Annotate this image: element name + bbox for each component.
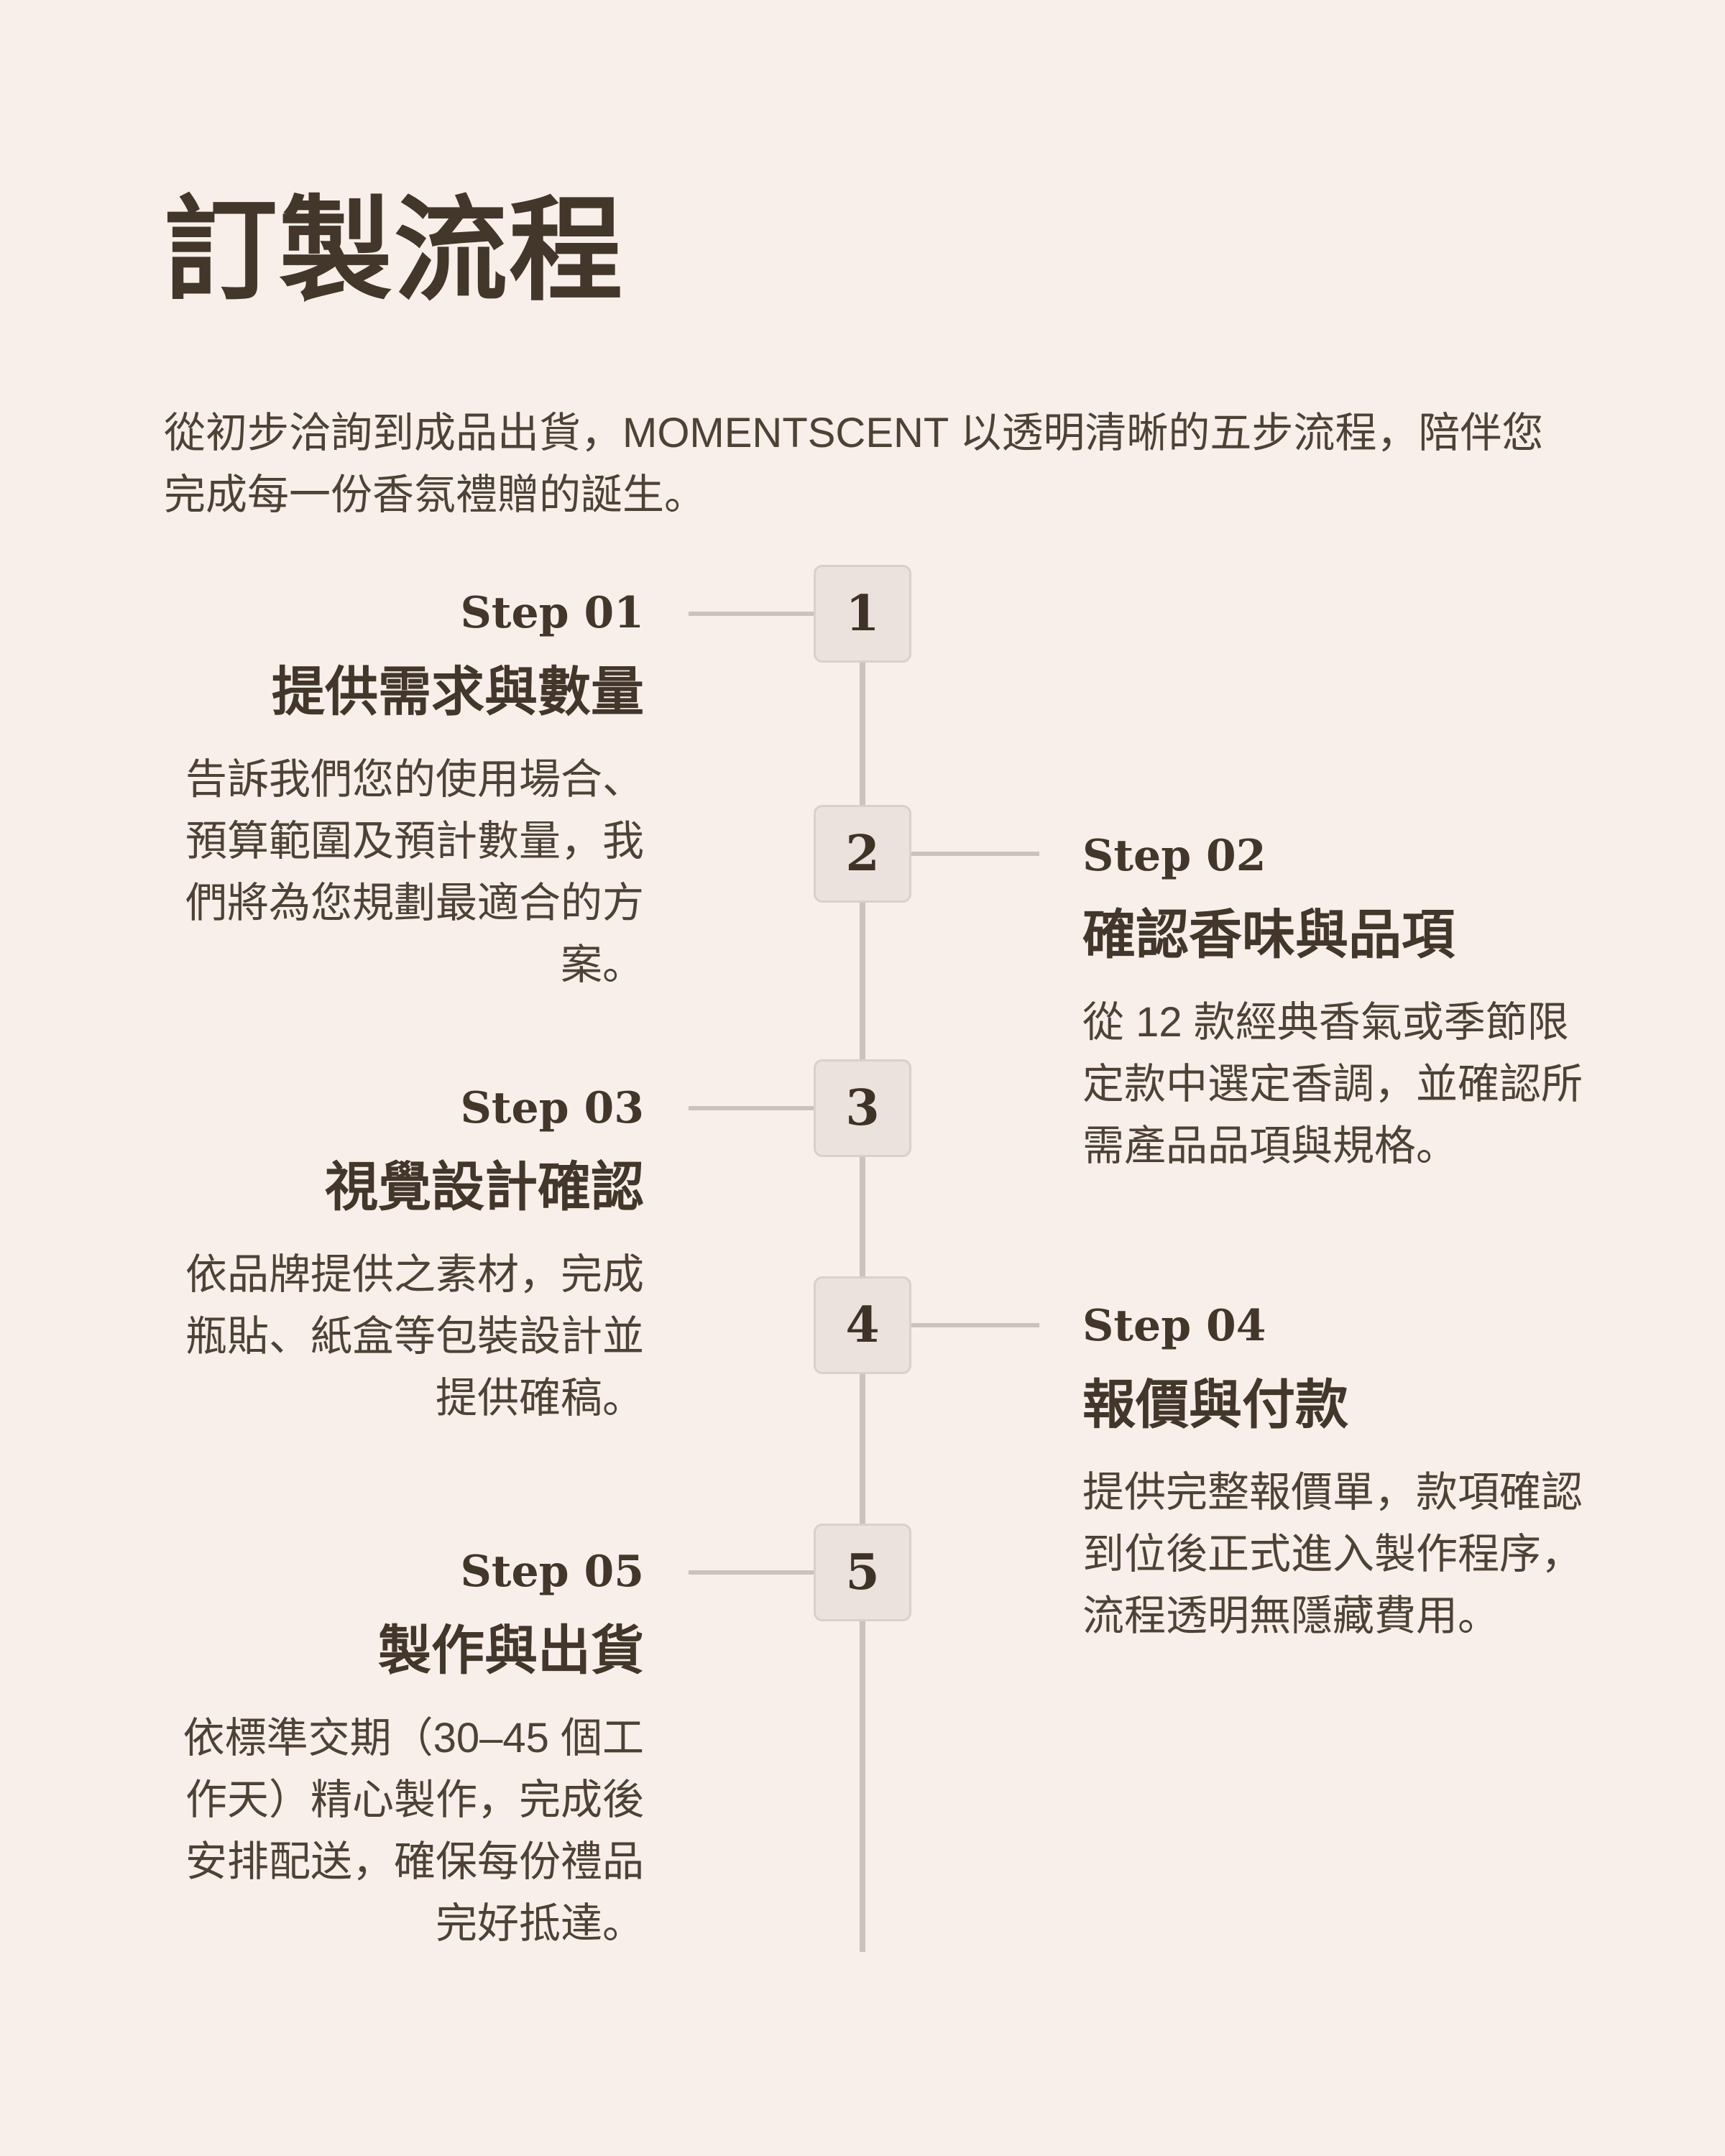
connector-step-3: [689, 1106, 816, 1110]
intro-text: 從初步洽詢到成品出貨，MOMENTSCENT 以透明清晰的五步流程，陪伴您完成每…: [164, 410, 1544, 518]
step-5: Step 05 製作與出貨 依標準交期（30–45 個工作天）精心製作，完成後安…: [164, 1545, 644, 1955]
step-description: 依標準交期（30–45 個工作天）精心製作，完成後安排配送，確保每份禮品完好抵達…: [183, 1715, 644, 1947]
step-title: 確認香味與品項: [1082, 904, 1455, 966]
step-2: Step 02 確認香味與品項 從 12 款經典香氣或季節限定款中選定香調，並確…: [1082, 829, 1583, 1177]
step-number-5: 5: [814, 1524, 911, 1621]
step-1: Step 01 提供需求與數量 告訴我們您的使用場合、預算範圍及預計數量，我們將…: [164, 586, 644, 996]
step-number-2: 2: [814, 805, 911, 903]
connector-step-5: [689, 1570, 816, 1575]
connector-step-2: [911, 852, 1039, 856]
step-label: Step 01: [460, 588, 644, 638]
step-label: Step 05: [460, 1547, 644, 1597]
page-title: 訂製流程: [164, 185, 624, 317]
step-description: 依品牌提供之素材，完成瓶貼、紙盒等包裝設計並提供確稿。: [185, 1251, 644, 1422]
step-label: Step 02: [1082, 831, 1266, 881]
step-description: 從 12 款經典香氣或季節限定款中選定香調，並確認所需產品品項與規格。: [1082, 999, 1583, 1169]
step-title: 報價與付款: [1082, 1374, 1348, 1436]
step-number-1: 1: [814, 565, 911, 663]
step-title: 製作與出貨: [378, 1620, 644, 1682]
step-description: 告訴我們您的使用場合、預算範圍及預計數量，我們將為您規劃最適合的方案。: [185, 756, 644, 988]
step-label: Step 03: [460, 1083, 644, 1133]
step-description: 提供完整報價單，款項確認到位後正式進入製作程序，流程透明無隱藏費用。: [1082, 1469, 1583, 1639]
step-3: Step 03 視覺設計確認 依品牌提供之素材，完成瓶貼、紙盒等包裝設計並提供確…: [164, 1082, 644, 1429]
step-title: 提供需求與數量: [272, 661, 644, 723]
step-number-4: 4: [814, 1276, 911, 1374]
step-title: 視覺設計確認: [325, 1156, 644, 1218]
connector-step-4: [911, 1323, 1039, 1327]
step-label: Step 04: [1082, 1301, 1266, 1351]
connector-step-1: [689, 612, 816, 616]
step-4: Step 04 報價與付款 提供完整報價單，款項確認到位後正式進入製作程序，流程…: [1082, 1299, 1583, 1647]
step-number-3: 3: [814, 1059, 911, 1157]
